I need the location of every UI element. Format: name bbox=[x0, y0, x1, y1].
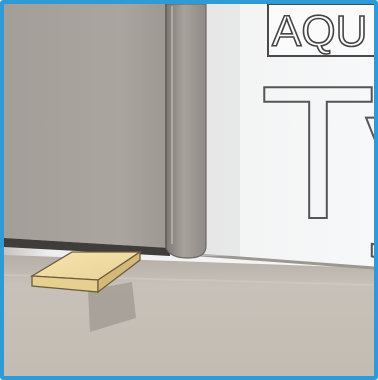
door-panel bbox=[4, 4, 170, 248]
sign-lettering: AQU Ty bbox=[260, 4, 378, 259]
sign-big-text: Ty bbox=[260, 47, 378, 259]
